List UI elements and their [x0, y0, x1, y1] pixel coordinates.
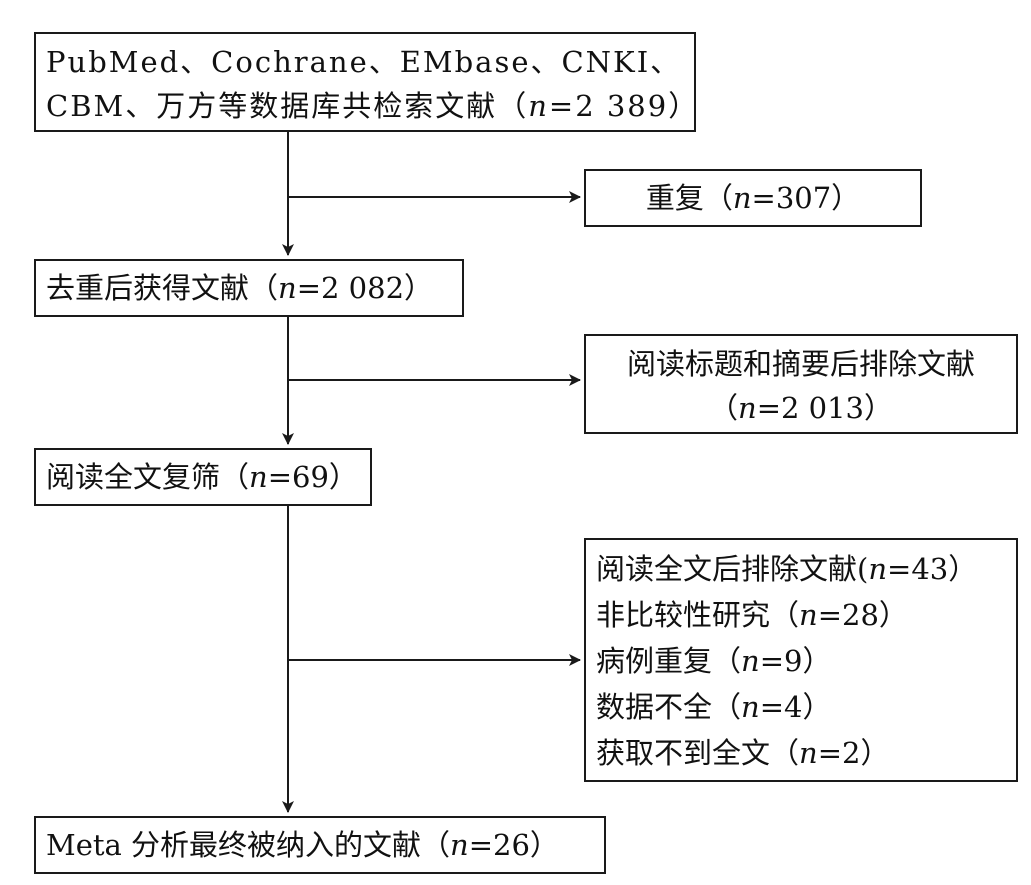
excluded-item: 病例重复（n=9） — [596, 644, 832, 678]
excluded-item: 阅读全文后排除文献(n=43） — [596, 552, 978, 586]
duplicates-label: 重复（n=307） — [645, 181, 861, 215]
excluded-item: 获取不到全文（n=2） — [596, 736, 890, 770]
search-box: PubMed、Cochrane、EMbase、CNKI、 CBM、万方等数据库共… — [34, 32, 700, 132]
title-abstract-line-1: 阅读标题和摘要后排除文献 — [626, 347, 975, 381]
excluded-item: 非比较性研究（n=28） — [596, 598, 908, 632]
search-line-2: CBM、万方等数据库共检索文献（n=2 389） — [46, 89, 700, 123]
excluded-item: 数据不全（n=4） — [596, 690, 832, 724]
after-dedup-label: 去重后获得文献（n=2 082） — [46, 271, 434, 305]
full-text-excluded-box: 阅读全文后排除文献(n=43） 非比较性研究（n=28） 病例重复（n=9） 数… — [584, 538, 1018, 782]
title-abstract-line-2: （n=2 013） — [708, 391, 894, 425]
title-abstract-excluded-box: 阅读标题和摘要后排除文献 （n=2 013） — [584, 334, 1018, 434]
full-text-screen-label: 阅读全文复筛（n=69） — [46, 460, 358, 494]
duplicates-box: 重复（n=307） — [584, 169, 922, 227]
included-label: Meta 分析最终被纳入的文献（n=26） — [46, 828, 559, 862]
included-box: Meta 分析最终被纳入的文献（n=26） — [34, 816, 606, 874]
full-text-screen-box: 阅读全文复筛（n=69） — [34, 448, 372, 506]
search-line-1: PubMed、Cochrane、EMbase、CNKI、 — [46, 45, 682, 79]
after-dedup-box: 去重后获得文献（n=2 082） — [34, 259, 464, 317]
